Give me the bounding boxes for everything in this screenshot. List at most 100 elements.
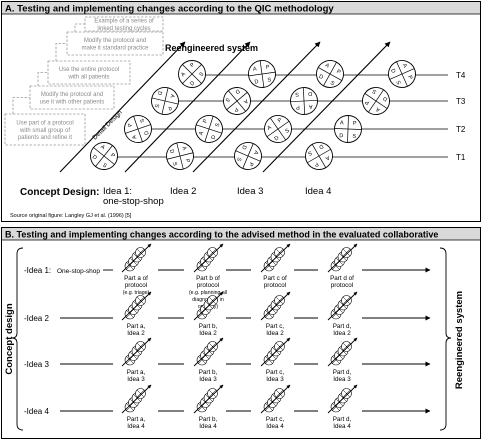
panel-a-header: A. Testing and implementing changes acco… [5, 4, 334, 15]
row-idea-label: -Idea 3 [24, 360, 49, 369]
note-text: Example of a series of [94, 19, 154, 25]
pdsa-letter: D [240, 144, 247, 150]
pdsa-letter: P [109, 152, 116, 159]
concept-design-brace [11, 247, 24, 431]
pdsa-cycle-stack [193, 291, 224, 321]
pdsa-cycle-stack [327, 384, 358, 414]
cycle-arrow [260, 384, 291, 414]
panel-a: A. Testing and implementing changes acco… [1, 1, 481, 222]
pdsa-letter: D [389, 68, 396, 74]
pdsa-letter: A [99, 144, 106, 151]
pdsa-letter: P [184, 158, 191, 163]
note-text: make it standard practice [81, 45, 149, 51]
pdsa-letter: S [224, 96, 231, 103]
note-text: Modify the protocol and [84, 38, 146, 44]
pdsa-letter: D [318, 143, 324, 150]
pdsa-cycle: A P S D [166, 142, 194, 170]
pdsa-letter: A [198, 130, 205, 136]
pdsa-letter: S [329, 80, 335, 87]
pdsa-letter: S [235, 156, 242, 162]
pdsa-cycle-stack [260, 337, 291, 367]
pdsa-letter: P [247, 161, 254, 167]
pdsa-letter: S [101, 162, 108, 169]
pdsa-letter: S [267, 77, 272, 83]
pdsa-letter: D [144, 130, 151, 136]
pdsa-letter: D [189, 80, 196, 87]
panel-b-header: B. Testing and implementing changes acco… [5, 230, 438, 240]
pdsa-cycle-stack [193, 384, 224, 414]
detail-design-label: Detail Design [91, 109, 124, 142]
note-text: Use the entire protocol [59, 67, 119, 73]
cycle-arrow [193, 384, 224, 414]
pdsa-letter: D [382, 95, 389, 102]
pdsa-cycle-stack [121, 384, 152, 414]
pdsa-letter: D [234, 88, 241, 95]
cycle-arrow [193, 337, 224, 367]
part-label: Idea 4 [127, 423, 145, 430]
pdsa-letter: P [353, 121, 357, 127]
note-box [4, 113, 86, 146]
concept-design-label: Concept Design: [20, 187, 99, 198]
pdsa-letter: A [252, 149, 259, 155]
pdsa-letter: S [171, 162, 178, 167]
cycle-arrow [327, 337, 358, 367]
part-label: Idea 2 [127, 330, 145, 337]
note-connector [12, 97, 30, 114]
time-label: T3 [456, 97, 466, 106]
pdsa-letter: S [352, 134, 356, 140]
part-label: protocol [331, 282, 353, 289]
pdsa-letter: A [180, 71, 187, 78]
part-label: Part b of [196, 275, 220, 282]
part-label: Part c, [266, 416, 284, 423]
pdsa-letter: A [253, 66, 258, 72]
part-label: Part a, [127, 416, 146, 423]
part-label: Part d, [333, 369, 352, 376]
idea-diagonal-arrow [192, 41, 321, 173]
idea-label: one-stop-shop [103, 196, 164, 207]
pdsa-letter: P [364, 98, 371, 105]
cycle-arrow [121, 384, 152, 414]
pdsa-letter: S [215, 122, 222, 128]
part-label: Idea 4 [199, 423, 217, 430]
pdsa-cycle-stack [193, 243, 224, 273]
part-label: Idea 3 [333, 376, 351, 383]
pdsa-letter: A [266, 125, 273, 132]
part-label: Part d, [333, 323, 352, 330]
cycle-arrow [260, 337, 291, 367]
row-idea-label: -Idea 2 [24, 314, 49, 323]
note-text: Modify the protocol and [41, 92, 103, 98]
pdsa-letter: A [131, 134, 138, 140]
pdsa-letter: P [265, 64, 270, 70]
part-label: Part a, [127, 369, 146, 376]
pdsa-cycle-stack [327, 243, 358, 273]
part-label: Part b, [199, 323, 218, 330]
cycle-arrow [260, 243, 291, 273]
part-label: Idea 3 [199, 376, 217, 383]
note-connector [55, 43, 67, 61]
idea-diagonal-arrow [124, 41, 251, 173]
pdsa-letter: A [180, 146, 187, 151]
pdsa-letter: P [165, 106, 172, 111]
pdsa-letter: P [202, 118, 209, 124]
row-idea-label: -Idea 4 [24, 407, 49, 416]
pdsa-cycle-stack [121, 243, 152, 273]
pdsa-letter: S [371, 87, 378, 94]
pdsa-letter: S [295, 91, 299, 97]
pdsa-cycle-stack [327, 337, 358, 367]
pdsa-letter: P [232, 106, 239, 113]
pdsa-cycle-stack [193, 337, 224, 367]
idea-diagonal-arrow [59, 41, 186, 173]
part-label: (e.g. triage) [123, 290, 150, 296]
pdsa-letter: A [308, 103, 312, 109]
pdsa-cycle-stack [121, 337, 152, 367]
pdsa-letter: D [168, 149, 175, 154]
